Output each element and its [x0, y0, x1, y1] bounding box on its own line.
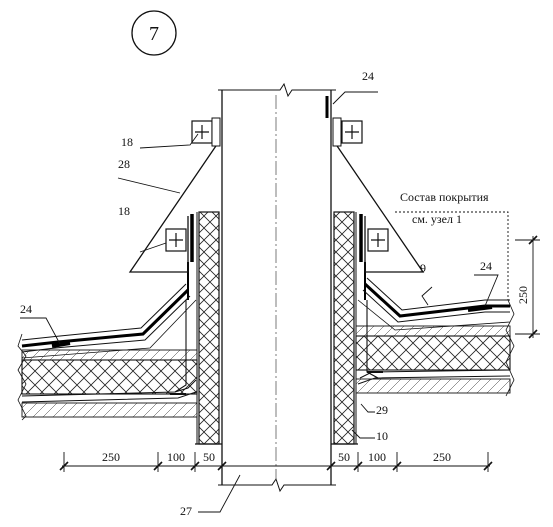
roof-layers-left	[17, 283, 198, 421]
dim-vertical-250: 250	[516, 286, 530, 304]
clamp-mid-left	[165, 228, 187, 252]
protective-cone	[128, 139, 425, 273]
dim-left-50: 50	[203, 450, 215, 464]
callout-10: 10	[376, 429, 388, 443]
callout-24-top: 24	[362, 69, 374, 83]
dim-right-50: 50	[338, 450, 350, 464]
note-line-2: см. узел 1	[412, 212, 462, 226]
callout-24-right: 24	[480, 259, 492, 273]
membrane-patches	[51, 96, 493, 348]
callout-24-left: 24	[20, 302, 32, 316]
dimension-line	[59, 452, 493, 472]
pipe-insulation-left	[195, 211, 222, 445]
detail-number: 7	[149, 23, 159, 45]
callout-18-top: 18	[121, 135, 133, 149]
roof-layers-right	[355, 277, 515, 397]
clamp-top-right	[332, 117, 363, 147]
dim-left-100: 100	[167, 450, 185, 464]
pipe-insulation-right	[331, 211, 358, 445]
leaders	[20, 91, 509, 513]
callout-27: 27	[180, 504, 192, 518]
clamp-mid-right	[367, 228, 389, 252]
callout-18-mid: 18	[118, 204, 130, 218]
clamp-top-left	[191, 117, 221, 147]
callout-29: 29	[376, 403, 388, 417]
dim-right-250: 250	[433, 450, 451, 464]
detail-number-marker: 7	[131, 10, 177, 56]
note-line-1: Состав покрытия	[400, 190, 489, 204]
vertical-dimension	[515, 235, 540, 339]
dim-left-250: 250	[102, 450, 120, 464]
pipe	[218, 82, 336, 493]
dim-right-100: 100	[368, 450, 386, 464]
callout-28: 28	[118, 157, 130, 171]
callout-9: 9	[420, 261, 426, 275]
